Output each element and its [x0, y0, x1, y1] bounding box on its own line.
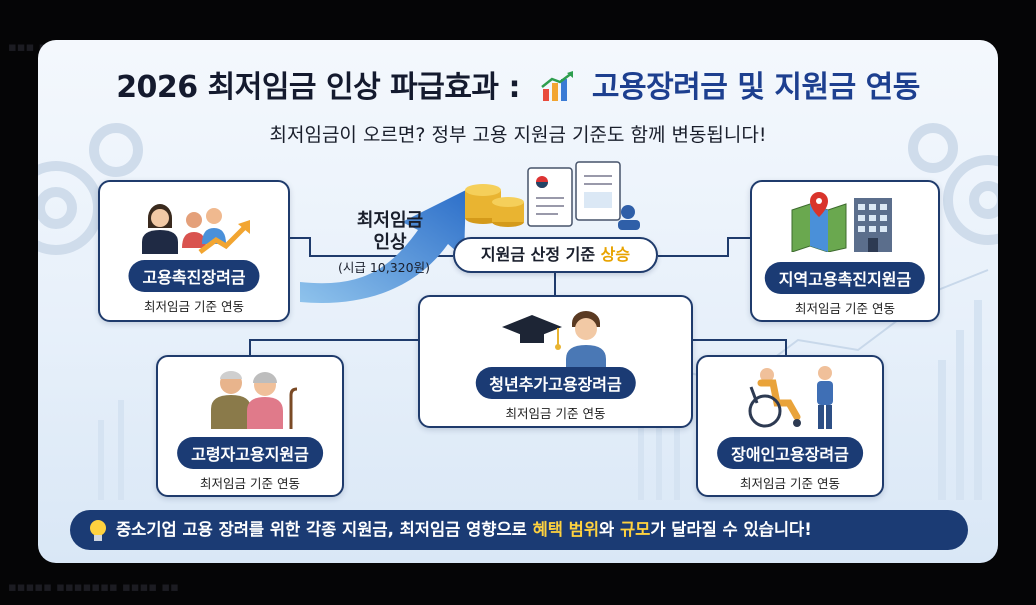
gear-icon — [908, 123, 998, 245]
background-text: ▪▪▪▪▪ ▪▪▪▪▪▪▪ ▪▪▪▪ ▪▪ — [8, 580, 179, 595]
program-card-elderly-employment: 고령자고용지원금 최저임금 기준 연동 — [156, 355, 344, 497]
arrow-label-line2: 인상 — [373, 232, 407, 253]
graduate-icon — [501, 311, 606, 367]
footer-suffix: 가 달라질 수 있습니다! — [650, 520, 812, 539]
footer-banner: 중소기업 고용 장려를 위한 각종 지원금, 최저임금 영향으로 혜택 범위와 … — [70, 510, 968, 550]
building-icon — [854, 198, 892, 252]
connector-lines — [249, 237, 787, 355]
elderly-couple-icon — [211, 371, 298, 429]
program-card-youth-employment: 청년추가고용장려금 최저임금 기준 연동 — [418, 295, 693, 428]
coins-documents-illustration — [465, 161, 640, 230]
arrow-label-line1: 최저임금 — [356, 210, 424, 231]
program-note: 최저임금 기준 연동 — [505, 406, 606, 421]
wheelchair-icon — [748, 366, 833, 429]
center-label-highlight: 상승 — [600, 245, 631, 264]
footer-mid: 와 — [599, 520, 615, 539]
program-name-pill: 청년추가고용장려금 — [475, 367, 636, 399]
program-name-pill: 지역고용촉진지원금 — [764, 262, 926, 294]
footer-highlight-scope: 혜택 범위 — [532, 520, 600, 539]
coins-icon — [465, 184, 524, 227]
map-pin-icon — [791, 192, 847, 252]
center-label-prefix: 지원금 산정 기준 — [480, 245, 596, 264]
lightbulb-icon — [90, 520, 106, 541]
footer-highlight-amount: 규모 — [619, 520, 651, 539]
program-note: 최저임금 기준 연동 — [200, 476, 300, 491]
infographic-card: 2026 최저임금 인상 파급효과 : 고용장려금 및 지원금 연동 최저임금이… — [38, 40, 998, 563]
center-criteria-label: 지원금 산정 기준 상승 — [453, 237, 658, 273]
document-icon — [527, 161, 640, 230]
program-note: 최저임금 기준 연동 — [740, 476, 840, 491]
page-title: 2026 최저임금 인상 파급효과 : 고용장려금 및 지원금 연동 — [38, 62, 998, 111]
map-building-icon — [791, 192, 892, 252]
program-note: 최저임금 기준 연동 — [144, 299, 244, 314]
program-name-pill: 고용촉진장려금 — [128, 260, 260, 292]
bar-chart-icon — [540, 71, 576, 111]
footer-prefix: 중소기업 고용 장려를 위한 각종 지원금, 최저임금 영향으로 — [116, 520, 527, 539]
program-name-pill: 고령자고용지원금 — [177, 437, 323, 469]
wage-rate-label: (시급 10,320원) — [338, 260, 430, 275]
subtitle: 최저임금이 오르면? 정부 고용 지원금 기준도 함께 변동됩니다! — [269, 124, 767, 146]
businesswoman-icon — [142, 204, 250, 254]
program-card-employment-promotion: 고용촉진장려금 최저임금 기준 연동 — [98, 180, 290, 322]
title-accent: 고용장려금 및 지원금 연동 — [591, 70, 920, 105]
program-card-disability-employment: 장애인고용장려금 최저임금 기준 연동 — [696, 355, 884, 497]
title-main: 2026 최저임금 인상 파급효과 : — [116, 70, 520, 105]
arrow-label: 최저임금 인상 — [340, 210, 440, 254]
program-note: 최저임금 기준 연동 — [795, 301, 895, 316]
program-name-pill: 장애인고용장려금 — [717, 437, 863, 469]
rising-arrow — [300, 190, 466, 303]
program-card-regional-employment: 지역고용촉진지원금 최저임금 기준 연동 — [750, 180, 940, 322]
